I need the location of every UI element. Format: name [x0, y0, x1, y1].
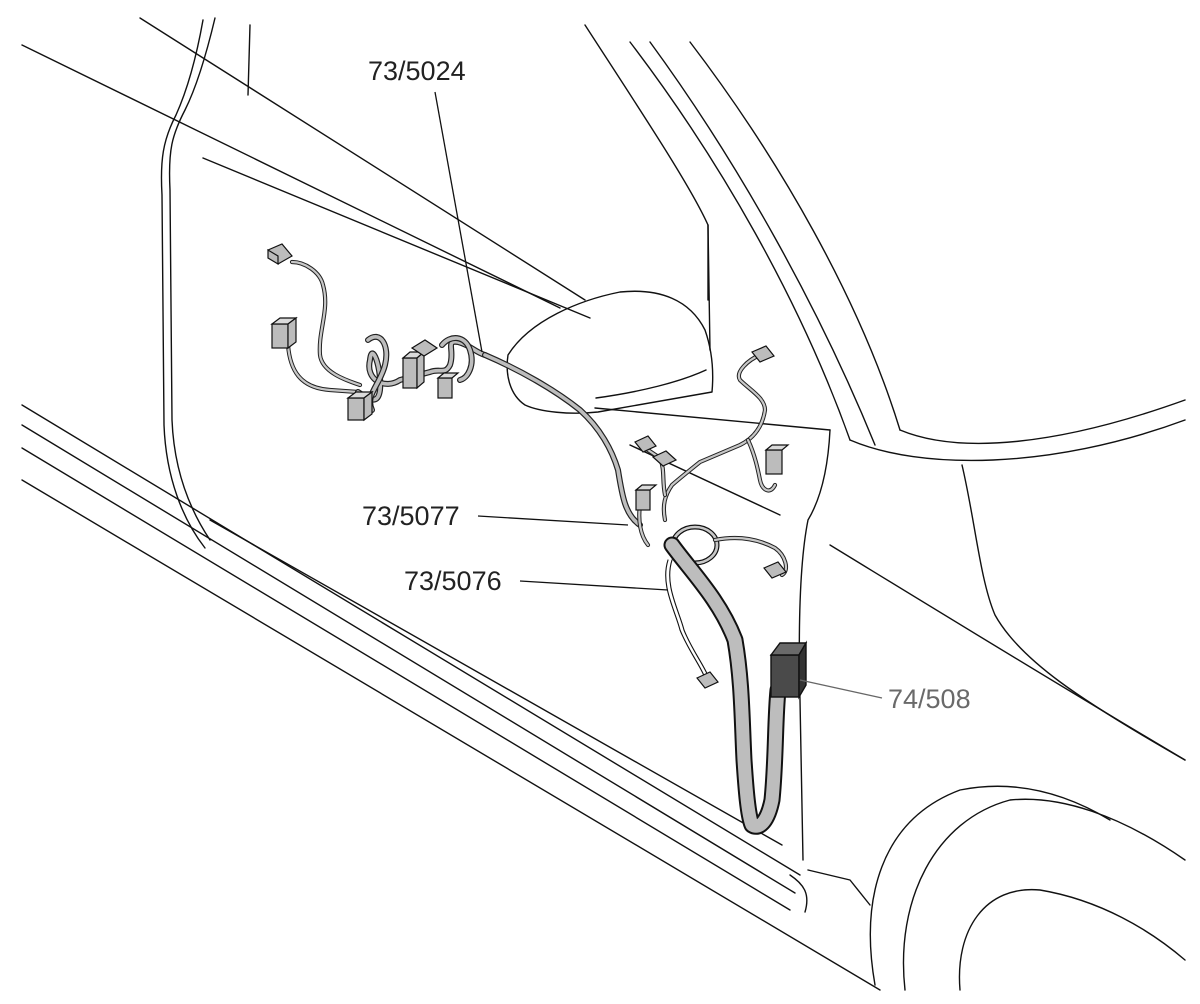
connector: [401, 350, 426, 390]
car-body-outline: [21, 17, 1186, 991]
connector: [267, 243, 293, 266]
connector: [764, 444, 790, 475]
connector: [436, 372, 460, 399]
connector: [651, 450, 678, 467]
control-module: [769, 640, 808, 700]
harness-connectors: [267, 243, 790, 689]
connector: [751, 345, 775, 363]
connector: [696, 671, 719, 689]
connector: [763, 561, 787, 579]
connector: [410, 339, 439, 357]
leader-lines: [434, 91, 883, 699]
connector: [346, 390, 374, 422]
side-mirror: [506, 290, 714, 414]
callout-label: 73/5076: [404, 566, 502, 596]
wiring-harness: [285, 259, 789, 835]
callout-label: 74/508: [888, 684, 971, 714]
connector: [270, 316, 298, 350]
connector: [634, 435, 657, 453]
callout-label: 73/5077: [362, 501, 460, 531]
callout-label: 73/5024: [368, 56, 466, 86]
connector: [634, 484, 658, 511]
